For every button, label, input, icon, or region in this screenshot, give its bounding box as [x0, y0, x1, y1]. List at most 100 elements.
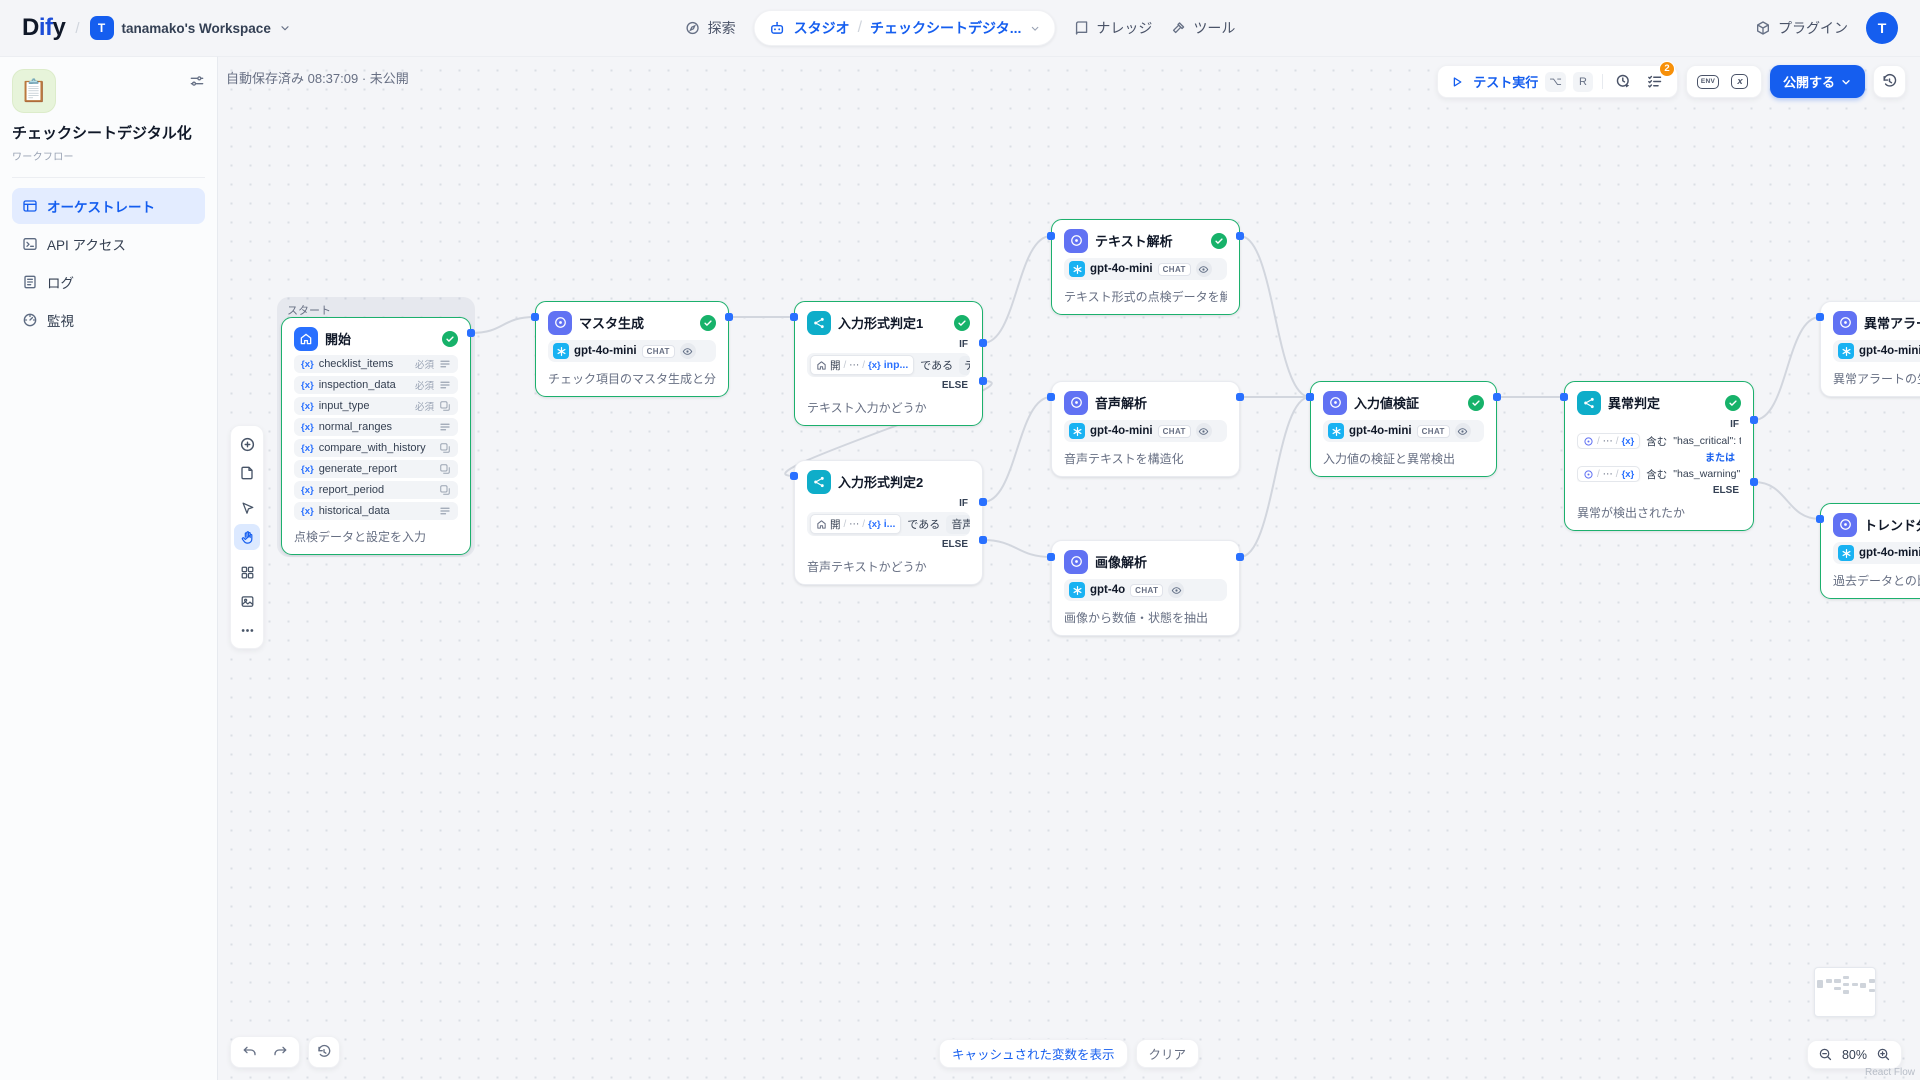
- input-variable-row[interactable]: {x}compare_with_history: [294, 439, 458, 457]
- node-alert[interactable]: 異常アラート生成gpt-4o-miniCHAT異常アラートの生成: [1820, 301, 1920, 397]
- edge[interactable]: [1239, 235, 1311, 398]
- publish-button[interactable]: 公開する: [1769, 65, 1865, 98]
- app-settings-icon[interactable]: [189, 73, 205, 94]
- add-node-button[interactable]: [234, 431, 260, 457]
- output-port[interactable]: [979, 377, 987, 385]
- visibility-icon[interactable]: [679, 343, 696, 359]
- output-port[interactable]: [1236, 232, 1244, 240]
- input-port[interactable]: [1047, 393, 1055, 401]
- condition-row[interactable]: 開/⋯/{x}inp...であるテキスト: [807, 353, 970, 377]
- input-port[interactable]: [531, 313, 539, 321]
- show-cached-vars-button[interactable]: キャッシュされた変数を表示: [938, 1039, 1128, 1068]
- input-port[interactable]: [1816, 313, 1824, 321]
- output-port[interactable]: [467, 329, 475, 337]
- nav-plugins[interactable]: プラグイン: [1755, 18, 1848, 38]
- input-variable-row[interactable]: {x}historical_data: [294, 502, 458, 520]
- add-note-button[interactable]: [234, 460, 260, 486]
- pointer-mode-button[interactable]: [234, 495, 260, 521]
- sidebar-item-orchestrate[interactable]: オーケストレート: [12, 187, 205, 224]
- play-icon[interactable]: [1448, 70, 1466, 94]
- output-port[interactable]: [1236, 393, 1244, 401]
- input-port[interactable]: [1306, 393, 1314, 401]
- edge[interactable]: [784, 380, 993, 477]
- more-options-button[interactable]: [234, 617, 260, 643]
- edge[interactable]: [1239, 396, 1311, 558]
- env-variables-icon[interactable]: ENV: [1696, 70, 1720, 94]
- redo-button[interactable]: [265, 1037, 295, 1067]
- nav-studio-breadcrumb[interactable]: スタジオ / チェックシートデジタ...: [753, 10, 1056, 46]
- output-port[interactable]: [979, 536, 987, 544]
- input-port[interactable]: [1816, 515, 1824, 523]
- hand-mode-button[interactable]: [234, 524, 260, 550]
- output-port[interactable]: [979, 339, 987, 347]
- version-history-button[interactable]: [1873, 65, 1906, 98]
- organize-nodes-button[interactable]: [234, 559, 260, 585]
- input-port[interactable]: [790, 313, 798, 321]
- sidebar-item-monitoring[interactable]: 監視: [12, 302, 205, 338]
- nav-tools[interactable]: ツール: [1170, 18, 1235, 38]
- input-variable-row[interactable]: {x}generate_report: [294, 460, 458, 478]
- input-variable-row[interactable]: {x}normal_ranges: [294, 418, 458, 436]
- node-if2[interactable]: 入力形式判定2IF開/⋯/{x}i...である音声テキストELSE音声テキストか…: [794, 460, 983, 585]
- zoom-out-icon[interactable]: [1818, 1047, 1833, 1062]
- edge[interactable]: [1753, 481, 1821, 520]
- edge[interactable]: [982, 396, 1052, 503]
- output-port[interactable]: [979, 498, 987, 506]
- minimap[interactable]: [1814, 967, 1876, 1017]
- nav-knowledge[interactable]: ナレッジ: [1073, 18, 1152, 38]
- node-trend[interactable]: トレンド分析gpt-4o-miniCHAT過去データとの比較分析: [1820, 503, 1920, 599]
- run-history-icon[interactable]: [1612, 70, 1636, 94]
- edge[interactable]: [1753, 316, 1821, 421]
- workspace-selector[interactable]: T tanamako's Workspace: [89, 16, 291, 40]
- output-port[interactable]: [1750, 416, 1758, 424]
- input-port[interactable]: [1047, 232, 1055, 240]
- change-history-button[interactable]: [308, 1036, 340, 1068]
- input-variable-row[interactable]: {x}report_period: [294, 481, 458, 499]
- sidebar-item-api-access[interactable]: API アクセス: [12, 226, 205, 262]
- test-run-button[interactable]: テスト実行: [1473, 75, 1539, 90]
- condition-row[interactable]: 開/⋯/{x}i...である音声テキスト: [807, 512, 970, 536]
- input-port[interactable]: [1047, 553, 1055, 561]
- output-port[interactable]: [1750, 478, 1758, 486]
- dify-logo[interactable]: Dify: [22, 14, 66, 42]
- visibility-icon[interactable]: [1195, 423, 1212, 439]
- undo-button[interactable]: [235, 1037, 265, 1067]
- zoom-in-icon[interactable]: [1876, 1047, 1891, 1062]
- export-image-button[interactable]: [234, 588, 260, 614]
- edge[interactable]: [982, 235, 1052, 344]
- clear-button[interactable]: クリア: [1135, 1039, 1200, 1068]
- visibility-icon[interactable]: [1454, 423, 1471, 439]
- sidebar-item-logs[interactable]: ログ: [12, 264, 205, 300]
- nav-explore[interactable]: 探索: [685, 18, 736, 38]
- output-port[interactable]: [1236, 553, 1244, 561]
- variable-inspect-icon[interactable]: x: [1728, 70, 1752, 94]
- user-avatar[interactable]: T: [1866, 12, 1898, 44]
- edge[interactable]: [470, 316, 536, 334]
- zoom-level[interactable]: 80%: [1841, 1047, 1867, 1062]
- input-port[interactable]: [1560, 393, 1568, 401]
- visibility-icon[interactable]: [1195, 261, 1212, 277]
- edge[interactable]: [982, 539, 1052, 558]
- input-port[interactable]: [790, 472, 798, 480]
- node-if1[interactable]: 入力形式判定1IF開/⋯/{x}inp...であるテキストELSEテキスト入力か…: [794, 301, 983, 426]
- condition-row[interactable]: /⋯/{x}含む"has_critical": true: [1577, 433, 1741, 449]
- output-port[interactable]: [1493, 393, 1501, 401]
- checklist-icon[interactable]: 2: [1643, 60, 1675, 94]
